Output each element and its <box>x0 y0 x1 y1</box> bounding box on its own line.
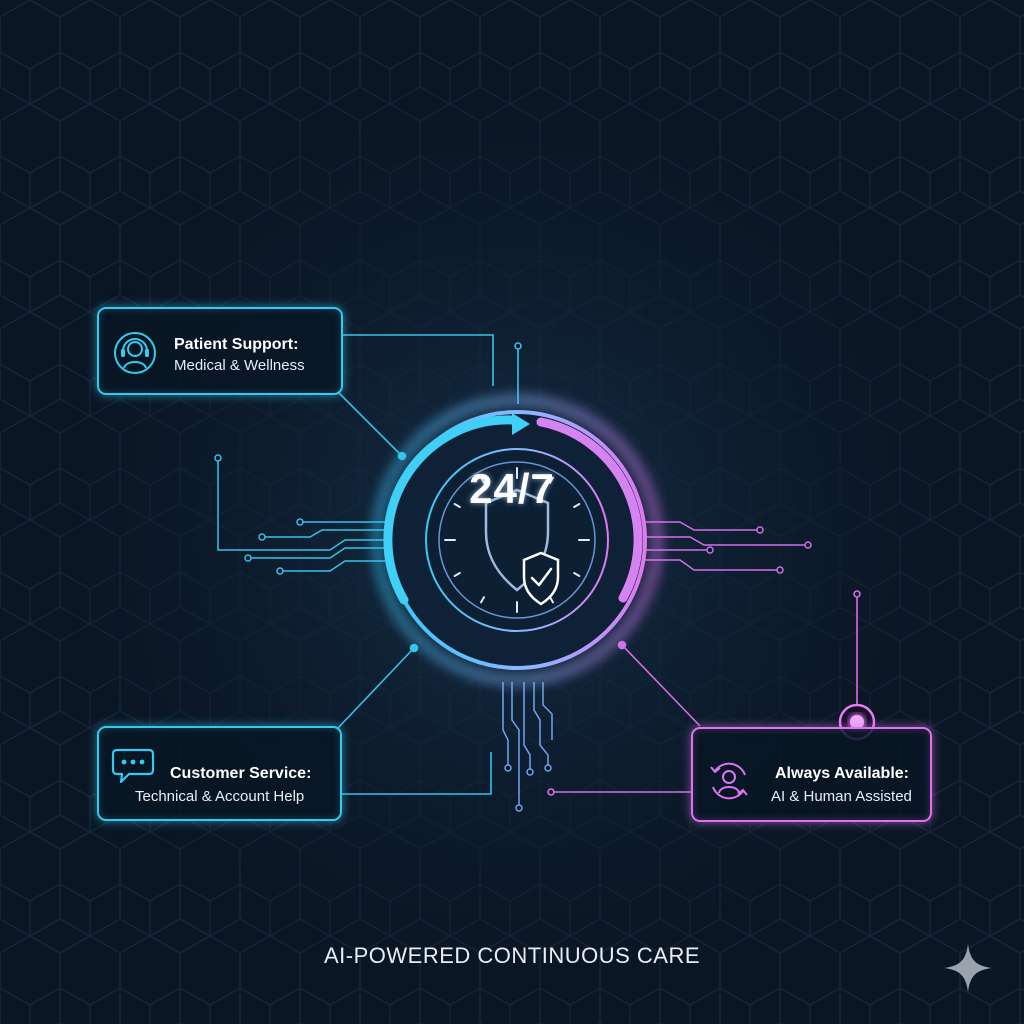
customer-service-card[interactable]: Customer Service: Technical & Account He… <box>97 726 342 821</box>
patient-support-card[interactable]: Patient Support: Medical & Wellness <box>97 307 343 395</box>
clock-tick <box>573 503 581 508</box>
customer-service-title: Customer Service: <box>170 765 312 782</box>
sparkle-icon <box>944 944 992 992</box>
connector-customer <box>337 643 492 795</box>
connector-always <box>547 590 861 796</box>
clock-tick <box>549 476 554 484</box>
clock-tick <box>480 476 485 484</box>
clock-tick <box>453 503 461 508</box>
user-cycle-icon <box>710 762 748 800</box>
customer-service-subtitle: Technical & Account Help <box>135 788 305 805</box>
headset-agent-icon <box>114 332 156 374</box>
circuit-bottom <box>502 682 553 812</box>
clock-ring <box>372 395 662 685</box>
clock-tick <box>480 596 485 604</box>
clock-tick <box>453 572 461 577</box>
always-available-card[interactable]: Always Available: AI & Human Assisted <box>691 727 932 822</box>
clock-tick <box>573 572 581 577</box>
always-available-subtitle: AI & Human Assisted <box>771 788 912 805</box>
circuit-left <box>214 454 392 575</box>
chat-bubble-icon <box>111 748 155 784</box>
always-available-title: Always Available: <box>775 765 909 782</box>
patient-support-subtitle: Medical & Wellness <box>174 357 305 374</box>
patient-support-title: Patient Support: <box>174 336 299 353</box>
footer-caption: AI-POWERED CONTINUOUS CARE <box>323 943 701 968</box>
shield-check-icon <box>484 488 560 606</box>
center-24-7-label: 24/7 <box>469 465 555 512</box>
